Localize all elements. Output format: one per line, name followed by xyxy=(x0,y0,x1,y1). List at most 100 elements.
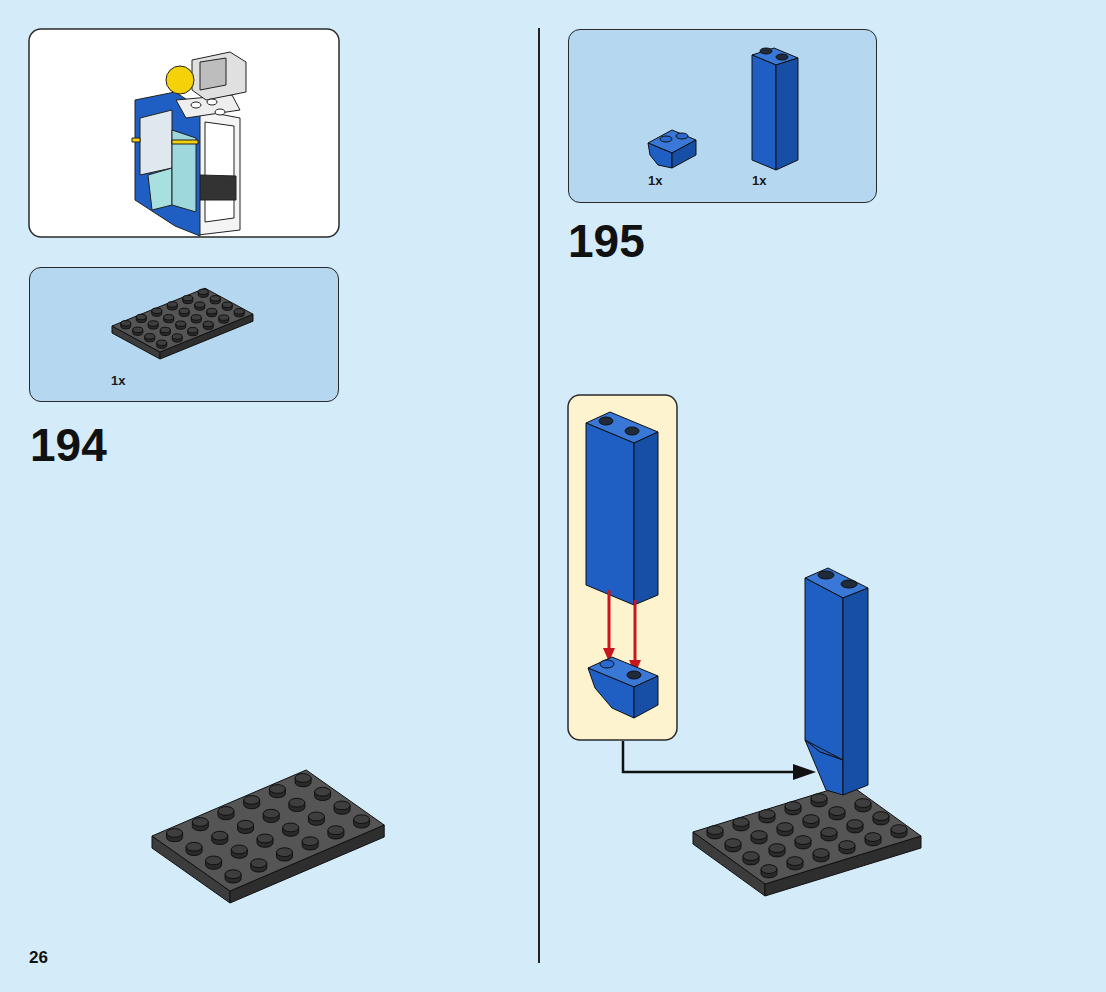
previous-build-panel xyxy=(29,29,339,237)
stud-top xyxy=(121,321,131,327)
stud-top xyxy=(302,837,318,846)
stud-top xyxy=(219,315,229,321)
stud-top xyxy=(707,826,723,835)
stud-top xyxy=(167,302,177,308)
stud-top xyxy=(198,289,208,295)
parts-panel-fill xyxy=(568,29,877,203)
stud-top xyxy=(183,295,193,301)
stud-top xyxy=(277,848,293,857)
stud-top xyxy=(283,823,299,832)
stud-top xyxy=(263,809,279,818)
stud-top xyxy=(803,815,819,824)
stud-top xyxy=(192,818,208,827)
stud-top xyxy=(207,308,217,314)
callout-brick xyxy=(586,412,658,605)
part-quantity: 1x xyxy=(752,173,766,188)
stud-top xyxy=(315,787,331,796)
stud-top xyxy=(328,826,344,835)
subassembly-callout xyxy=(568,395,677,740)
part-quantity: 1x xyxy=(111,373,125,388)
plate-side xyxy=(160,314,253,359)
stud-top xyxy=(231,845,247,854)
stud-top xyxy=(813,849,829,858)
black-arrow xyxy=(623,741,816,780)
stud-top xyxy=(829,807,845,816)
stud-top xyxy=(759,810,775,819)
parts-list-box: 1x 1x xyxy=(568,29,877,203)
stud-top xyxy=(186,842,202,851)
stud-top xyxy=(167,829,183,838)
part-slope xyxy=(648,130,696,168)
divider xyxy=(538,28,540,963)
stud-top xyxy=(203,321,213,327)
stud-top xyxy=(354,815,370,824)
stud-top xyxy=(725,839,741,848)
step-number: 194 xyxy=(30,422,107,468)
stud-top xyxy=(743,852,759,861)
stud-top xyxy=(751,831,767,840)
stud-top xyxy=(136,314,146,320)
stud-top xyxy=(234,309,244,315)
stud-top xyxy=(212,831,228,840)
stud-top xyxy=(206,856,222,865)
stud-top xyxy=(295,774,311,783)
part-brick xyxy=(752,48,798,170)
stud-top xyxy=(855,799,871,808)
step-number: 195 xyxy=(568,218,645,264)
part-quantity: 1x xyxy=(648,173,662,188)
stud-top xyxy=(195,302,205,308)
plates xyxy=(112,288,921,903)
callout-slope xyxy=(588,657,658,718)
stud-top xyxy=(873,812,889,821)
stud-top xyxy=(865,833,881,842)
stud-top xyxy=(145,334,155,340)
stud-top xyxy=(787,857,803,866)
plate xyxy=(152,770,384,903)
stud-top xyxy=(244,796,260,805)
plate-top xyxy=(693,784,921,884)
stud-top xyxy=(821,828,837,837)
stud-top xyxy=(179,308,189,314)
page-number: 26 xyxy=(29,949,48,966)
stud-top xyxy=(191,315,201,321)
stud-top xyxy=(188,328,198,334)
stud-top xyxy=(257,834,273,843)
stud-top xyxy=(891,825,907,834)
stud-top xyxy=(839,841,855,850)
plate-top xyxy=(112,288,253,352)
stud-top xyxy=(160,327,170,333)
parts-list-box: 1x xyxy=(29,267,339,402)
stud-top xyxy=(176,321,186,327)
stud-top xyxy=(218,807,234,816)
plate-top xyxy=(152,770,384,891)
stud-top xyxy=(785,802,801,811)
stud-top xyxy=(210,296,220,302)
stud-top xyxy=(148,321,158,327)
build-brick xyxy=(805,568,868,795)
stud-top xyxy=(251,859,267,868)
stud-top xyxy=(334,801,350,810)
stud-top xyxy=(238,820,254,829)
stud-top xyxy=(157,340,167,346)
stud-top xyxy=(152,308,162,314)
plate xyxy=(112,288,253,359)
stud-top xyxy=(308,812,324,821)
stud-top xyxy=(769,844,785,853)
stud-top xyxy=(164,315,174,321)
stud-top xyxy=(269,785,285,794)
stud-top xyxy=(777,823,793,832)
stud-top xyxy=(289,798,305,807)
parts-panel-fill xyxy=(29,267,339,402)
stud-top xyxy=(733,818,749,827)
stud-top xyxy=(847,820,863,829)
stud-top xyxy=(225,870,241,879)
stud-top xyxy=(222,302,232,308)
stud-top xyxy=(795,836,811,845)
stud-top xyxy=(761,865,777,874)
plate xyxy=(693,784,921,896)
stud-top xyxy=(172,334,182,340)
previous-build xyxy=(132,52,246,236)
stud-top xyxy=(811,794,827,803)
stud-top xyxy=(133,327,143,333)
